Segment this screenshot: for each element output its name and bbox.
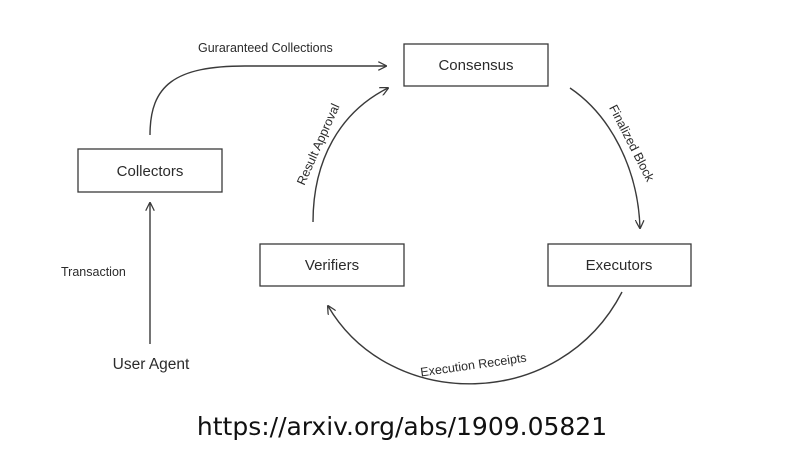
collectors-label: Collectors	[117, 163, 184, 180]
result-approval-arrow	[312, 88, 388, 223]
guaranteed-collections-arrow	[149, 66, 386, 136]
executors-label: Executors	[586, 257, 653, 274]
consensus-node: Consensus	[403, 43, 549, 87]
transaction-label: Transaction	[61, 265, 126, 279]
verifiers-label: Verifiers	[305, 257, 359, 274]
finalized-block-label: Finalized Block	[606, 103, 657, 185]
verifiers-node: Verifiers	[259, 243, 405, 287]
source-url: https://arxiv.org/abs/1909.05821	[196, 412, 608, 441]
executors-node: Executors	[547, 243, 692, 287]
finalized-block-arrow	[569, 87, 640, 228]
guaranteed-collections-label: Gurаranteed Collections	[198, 41, 333, 55]
execution-receipts-label: Execution Receipts	[419, 351, 527, 380]
consensus-label: Consensus	[438, 57, 513, 74]
collectors-node: Collectors	[77, 148, 223, 193]
user-agent-label: User Agent	[113, 356, 190, 373]
execution-receipts-arrow	[328, 291, 623, 385]
